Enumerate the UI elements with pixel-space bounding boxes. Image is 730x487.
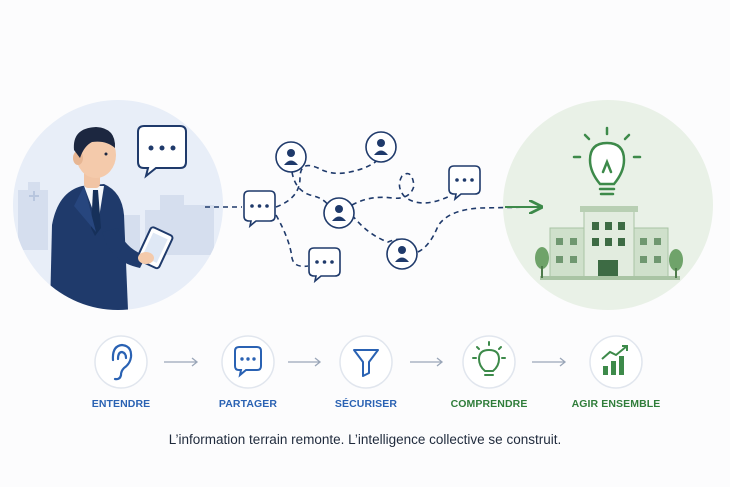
growth-chart-icon — [601, 345, 628, 375]
filter-funnel-icon — [353, 349, 379, 377]
step-lightbulb-circle — [462, 335, 516, 389]
chat-bubble-icon — [234, 346, 262, 378]
person-node-3 — [323, 197, 355, 229]
step-arrows — [164, 357, 567, 367]
step-label-securiser: SÉCURISER — [334, 398, 398, 410]
step-ear-circle — [94, 335, 148, 389]
step-funnel-circle — [339, 335, 393, 389]
person-node-4 — [386, 238, 418, 270]
person-node-1 — [275, 141, 307, 173]
lightbulb-icon — [472, 341, 506, 376]
chat-bubble-node-3 — [448, 165, 481, 202]
person-node-2 — [365, 131, 397, 163]
chat-bubble-node-1 — [243, 190, 276, 229]
field-worker-illustration — [13, 100, 223, 310]
organization-building-illustration — [503, 100, 713, 310]
caption-text: L’information terrain remonte. L’intelli… — [168, 432, 562, 447]
step-label-entendre: ENTENDRE — [91, 398, 151, 410]
step-label-partager: PARTAGER — [218, 398, 278, 410]
ear-icon — [111, 343, 133, 381]
step-growth-circle — [589, 335, 643, 389]
step-chat-circle — [221, 335, 275, 389]
speech-bubble-icon — [137, 125, 187, 179]
chat-bubble-node-2 — [308, 247, 341, 284]
step-label-agir-ensemble: AGIR ENSEMBLE — [571, 398, 661, 410]
idea-lightbulb-icon — [572, 126, 642, 196]
step-label-comprendre: COMPRENDRE — [450, 398, 528, 410]
